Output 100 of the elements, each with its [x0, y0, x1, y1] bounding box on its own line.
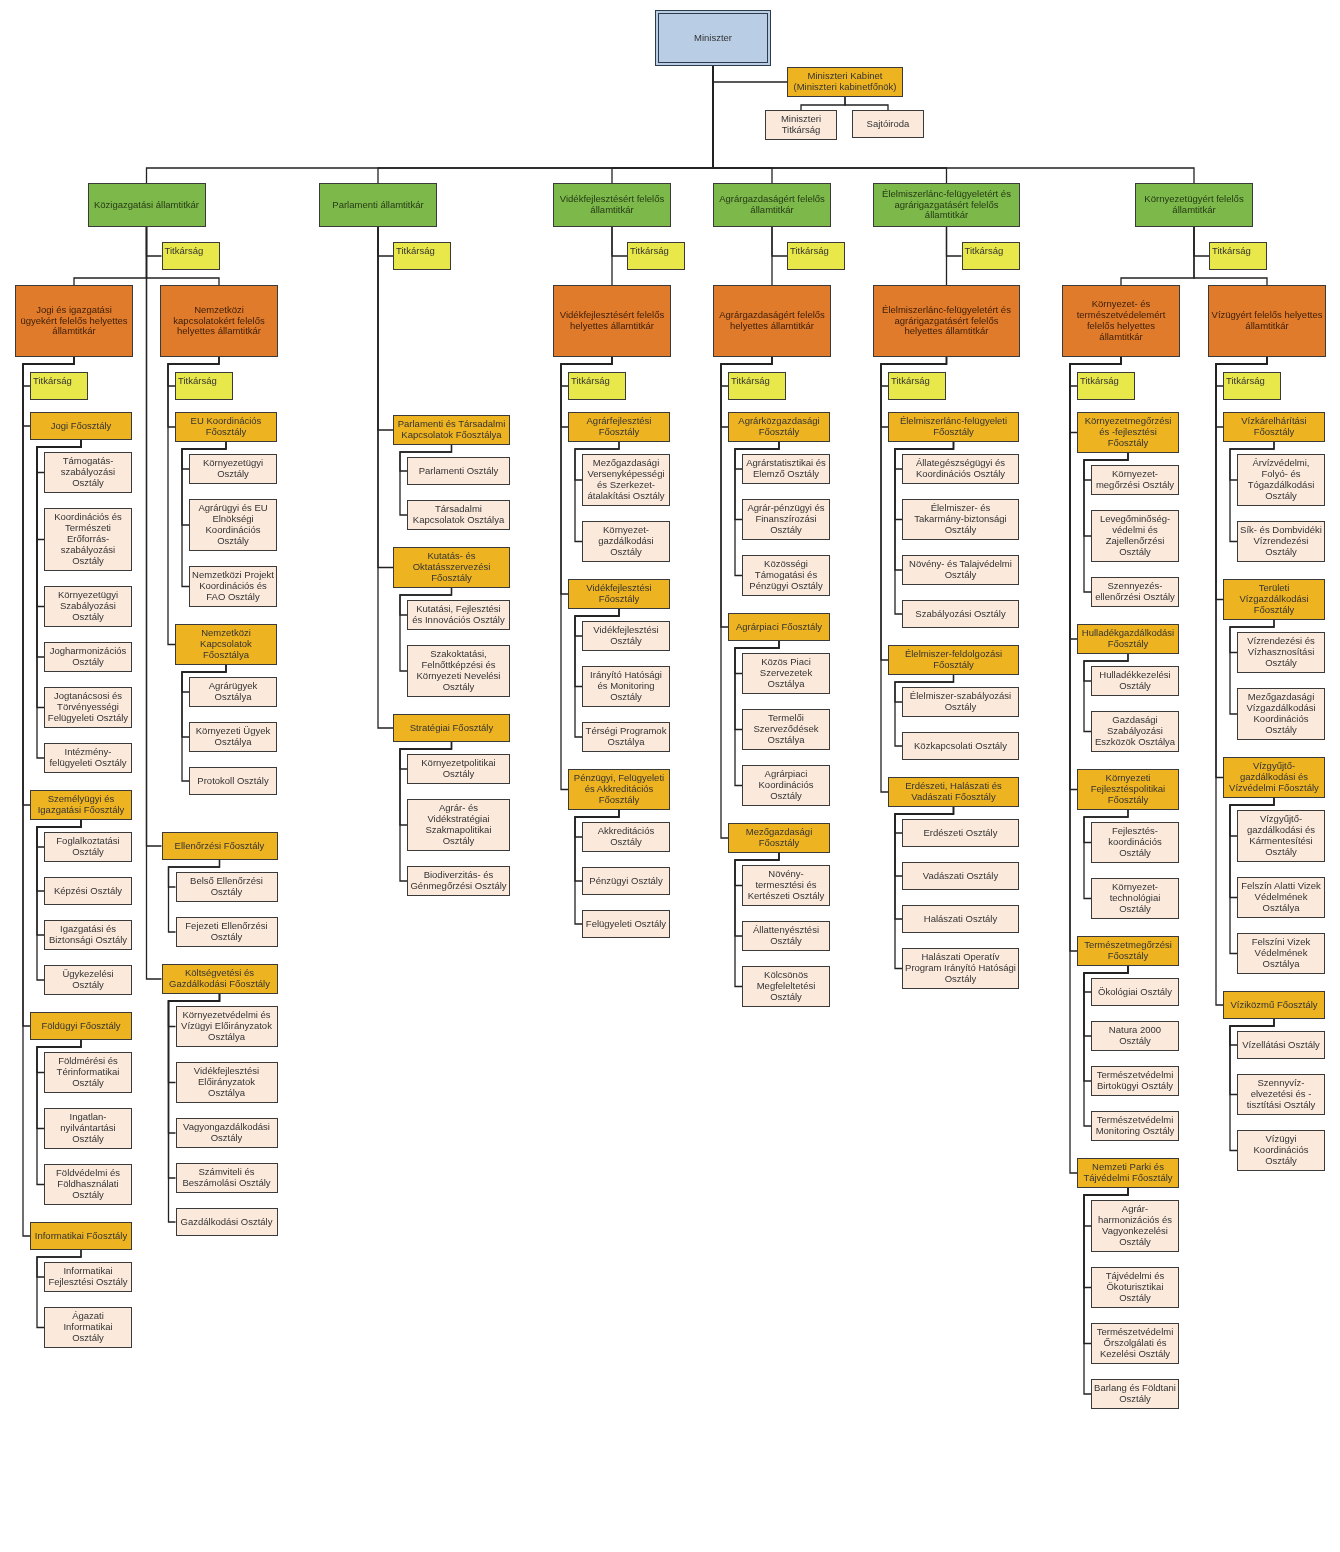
department-box: Vízrendezési és Vízhasznosítási Osztály	[1237, 632, 1325, 673]
department-box: Növény- és Talajvédelmi Osztály	[902, 555, 1019, 585]
department-box: Közkapcsolati Osztály	[902, 732, 1019, 760]
deputy-state-secretary-box: Agrárgazdaságért felelős helyettes államtitkár	[713, 285, 831, 357]
department-box: Környezetügyi Szabályozási Osztály	[44, 586, 132, 627]
connector-line	[1083, 452, 1129, 593]
secretariat-box: Titkárság	[1223, 372, 1281, 400]
department-box: Környezetpolitikai Osztály	[407, 754, 510, 784]
main-department-box: Vízgyűjtő-gazdálkodási és Vízvédelmi Főosztály	[1223, 757, 1325, 798]
department-box: Ingatlan-nyilvántartási Osztály	[44, 1108, 132, 1149]
department-box: Nemzetközi Projekt Koordinációs és FAO Osztály	[189, 566, 277, 607]
connector-line	[574, 809, 620, 925]
department-box: Pénzügyi Osztály	[582, 867, 670, 895]
main-department-box: Víziközmű Főosztály	[1223, 991, 1325, 1019]
department-box: Termelői Szerveződések Osztálya	[742, 709, 830, 750]
department-box: Szabályozási Osztály	[902, 600, 1019, 628]
department-box: Környezet-gazdálkodási Osztály	[582, 521, 670, 562]
deputy-state-secretary-box: Vidékfejlesztésért felelős helyettes államtitkár	[553, 285, 671, 357]
department-box: Élelmiszer-szabályozási Osztály	[902, 687, 1019, 717]
connector-line	[734, 640, 780, 787]
department-box: Vízügyi Koordinációs Osztály	[1237, 1130, 1325, 1171]
department-box: Agrár- és Vidékstratégiai Szakmapolitikai Osztály	[407, 799, 510, 851]
department-box: Akkreditációs Osztály	[582, 822, 670, 852]
department-box: Jogtanácsosi és Törvényességi Felügyeleti Osztály	[44, 687, 132, 728]
department-box: Erdészeti Osztály	[902, 819, 1019, 847]
connector-line	[1229, 1018, 1275, 1152]
secretariat-box: Titkárság	[1209, 242, 1267, 270]
deputy-state-secretary-box: Élelmiszerlánc-felügyeletért és agrárigazgatásért felelős helyettes államtitkár	[873, 285, 1020, 357]
department-box: Natura 2000 Osztály	[1091, 1021, 1179, 1051]
state-secretary-box: Élelmiszerlánc-felügyeletért és agrárigazgatásért felelős államtitkár	[873, 183, 1020, 227]
department-box: Társadalmi Kapcsolatok Osztálya	[407, 500, 510, 530]
department-box: Levegőminőség-védelmi és Zajellenőrzési Osztály	[1091, 510, 1179, 562]
department-box: Kölcsönös Megfeleltetési Osztály	[742, 966, 830, 1007]
department-box: Szennyezés-ellenőrzési Osztály	[1091, 577, 1179, 607]
main-department-box: Agrárpiaci Főosztály	[728, 613, 830, 641]
department-box: Halászati Operatív Program Irányító Hatósági Osztály	[902, 948, 1019, 989]
department-box: Agrárügyek Osztálya	[189, 677, 277, 707]
connector-line	[894, 806, 955, 970]
connector-line	[1083, 653, 1129, 733]
connector-line	[880, 356, 948, 793]
department-box: Parlamenti Osztály	[407, 457, 510, 485]
department-box: Mezőgazdasági Versenyképességi és Szerkezet-átalakítási Osztály	[582, 454, 670, 506]
department-box: Felügyeleti Osztály	[582, 910, 670, 938]
connector-line	[734, 852, 780, 988]
main-department-box: Személyügyi és Igazgatási Főosztály	[30, 790, 132, 820]
department-box: Koordinációs és Természeti Erőforrás-szabályozási Osztály	[44, 508, 132, 571]
department-box: Szakoktatási, Felnőttképzési és Környezeti Nevelési Osztály	[407, 645, 510, 697]
department-box: Szennyvíz-elvezetési és -tisztítási Osztály	[1237, 1074, 1325, 1115]
department-box: Hulladékkezelési Osztály	[1091, 666, 1179, 696]
main-department-box: Környezeti Fejlesztéspolitikai Főosztály	[1077, 769, 1179, 810]
secretariat-box: Titkárság	[961, 242, 1020, 270]
connector-line	[1083, 1187, 1129, 1395]
department-box: Agrárpiaci Koordinációs Osztály	[742, 765, 830, 806]
main-department-box: Környezetmegőrzési és -fejlesztési Főosztály	[1077, 412, 1179, 453]
department-box: Gazdálkodási Osztály	[175, 1208, 278, 1236]
main-department-box: EU Koordinációs Főosztály	[175, 412, 277, 442]
department-box: Vadászati Osztály	[902, 862, 1019, 890]
secretariat-box: Titkárság	[161, 242, 220, 270]
department-box: Gazdasági Szabályozási Eszközök Osztálya	[1091, 711, 1179, 752]
connector-line	[734, 441, 780, 577]
department-box: Foglalkoztatási Osztály	[44, 832, 132, 862]
deputy-state-secretary-box: Környezet- és természetvédelemért felelős helyettes államtitkár	[1062, 285, 1180, 357]
main-department-box: Költségvetési és Gazdálkodási Főosztály	[161, 964, 278, 994]
connector-line	[1083, 965, 1129, 1127]
department-box: Informatikai Fejlesztési Osztály	[44, 1262, 132, 1292]
secretariat-box: Titkárság	[728, 372, 786, 400]
department-box: Földvédelmi és Földhasználati Osztály	[44, 1164, 132, 1205]
connector-line	[844, 96, 889, 111]
department-box: Fejezeti Ellenőrzési Osztály	[175, 917, 278, 947]
main-department-box: Informatikai Főosztály	[30, 1222, 132, 1250]
connector-line	[167, 356, 220, 646]
department-box: Környezetvédelmi és Vízügyi Előirányzatok Osztálya	[175, 1006, 278, 1047]
department-box: Mezőgazdasági Vízgazdálkodási Koordinációs Osztály	[1237, 688, 1325, 740]
department-box: Ökológiai Osztály	[1091, 978, 1179, 1006]
main-department-box: Hulladékgazdálkodási Főosztály	[1077, 624, 1179, 654]
main-department-box: Stratégiai Főosztály	[393, 714, 510, 742]
main-department-box: Jogi Főosztály	[30, 412, 132, 440]
department-box: Élelmiszer- és Takarmány-biztonsági Osztály	[902, 499, 1019, 540]
department-box: Ágazati Informatikai Osztály	[44, 1307, 132, 1348]
state-secretary-box: Vidékfejlesztésért felelős államtitkár	[553, 183, 671, 227]
department-box: Irányító Hatósági és Monitoring Osztály	[582, 666, 670, 707]
department-box: Környezetügyi Osztály	[189, 454, 277, 484]
department-box: Támogatás-szabályozási Osztály	[44, 452, 132, 493]
department-box: Agrárügyi és EU Elnökségi Koordinációs Osztály	[189, 499, 277, 551]
department-box: Árvízvédelmi, Folyó- és Tógazdálkodási Osztály	[1237, 454, 1325, 506]
department-box: Környezet-megőrzési Osztály	[1091, 465, 1179, 495]
minister-box: Miniszter	[655, 10, 771, 66]
secretariat-box: Titkárság	[393, 242, 451, 270]
department-box: Vidékfejlesztési Osztály	[582, 621, 670, 651]
connector-line	[1229, 441, 1275, 543]
main-department-box: Vízkárelhárítási Főosztály	[1223, 412, 1325, 442]
main-department-box: Mezőgazdasági Főosztály	[728, 823, 830, 853]
connector-line	[1229, 619, 1275, 715]
department-box: Növény-termesztési és Kertészeti Osztály	[742, 865, 830, 906]
secretariat-box: Titkárság	[568, 372, 626, 400]
department-box: Környezet-technológiai Osztály	[1091, 878, 1179, 919]
connector-line	[181, 441, 227, 588]
department-box: Környezeti Ügyek Osztálya	[189, 722, 277, 752]
main-department-box: Élelmiszerlánc-felügyeleti Főosztály	[888, 412, 1019, 442]
state-secretary-box: Agrárgazdaságért felelős államtitkár	[713, 183, 831, 227]
